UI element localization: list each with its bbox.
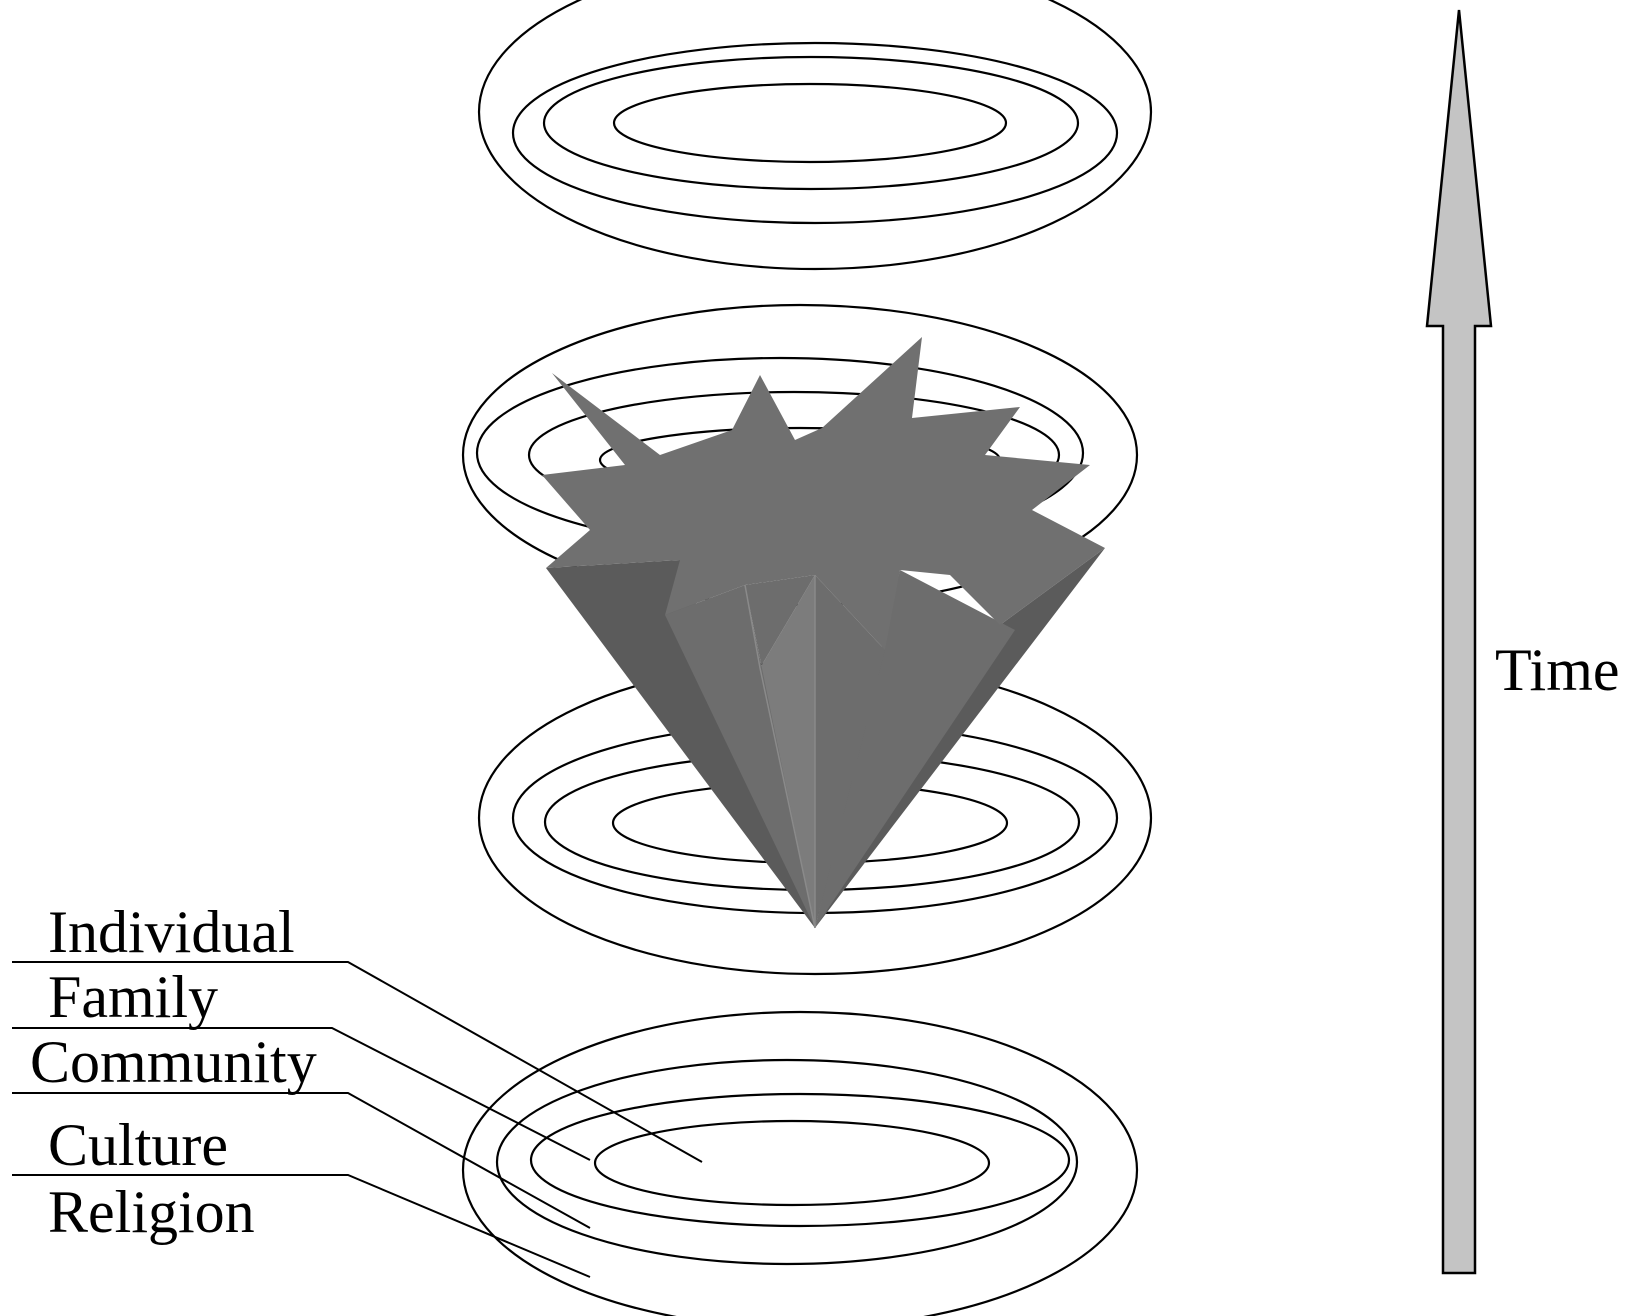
ring-family <box>614 84 1006 162</box>
ring-culture <box>513 43 1117 223</box>
ring-family <box>595 1121 989 1205</box>
label-family: Family <box>48 964 218 1030</box>
ellipse-layer-bottom <box>463 1012 1137 1316</box>
label-community: Community <box>30 1029 317 1095</box>
layer-labels: Individual Family Community Culture Reli… <box>30 899 317 1245</box>
time-arrow <box>1427 10 1491 1273</box>
label-culture: Culture <box>48 1112 228 1178</box>
label-religion: Religion <box>48 1179 255 1245</box>
ring-community <box>544 57 1078 189</box>
up-arrow-icon <box>1427 10 1491 1273</box>
axis-label-time: Time <box>1495 637 1620 703</box>
ellipse-layer-top <box>479 0 1151 269</box>
spiky-cone-shape <box>542 337 1105 928</box>
label-individual: Individual <box>48 899 295 965</box>
ring-religion <box>479 0 1151 269</box>
ring-religion <box>463 1012 1137 1316</box>
